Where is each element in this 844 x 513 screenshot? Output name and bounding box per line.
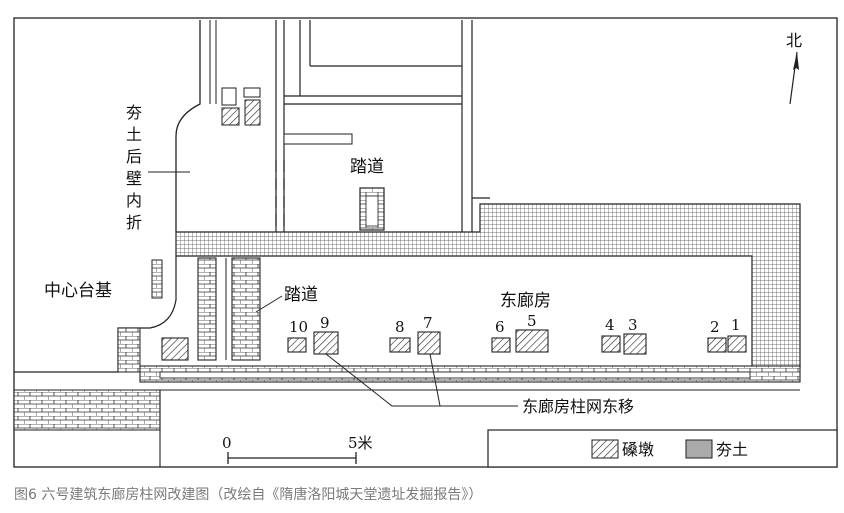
platform-pilaster: [151, 259, 163, 299]
ramp-slab: [283, 133, 353, 145]
pier-label-1: 1: [731, 316, 741, 334]
wall-fold-char: 土: [126, 125, 142, 144]
pier-label-10: 10: [289, 318, 308, 336]
lower-ramp-label: 踏道: [284, 285, 318, 305]
legend-earth-label: 夯土: [716, 440, 748, 459]
pier-1: [727, 335, 747, 353]
pier-label-9: 9: [320, 314, 330, 332]
scale-bar: [227, 452, 357, 464]
wall-fold-label: 夯 土 后 壁 内 折: [126, 103, 142, 232]
pier-group: [287, 329, 747, 355]
platform-stairs: [117, 327, 141, 373]
pier-label-2: 2: [710, 318, 720, 336]
pier-4: [601, 335, 621, 353]
annotation-leader: [325, 353, 518, 407]
lower-ramp-steps: [231, 257, 261, 361]
outer-frame: [13, 17, 838, 468]
chamber-dashes: [277, 150, 283, 230]
figure-caption: 图6 六号建筑东廊房柱网改建图（改绘自《隋唐洛阳城天堂遗址发掘报告》）: [14, 487, 483, 503]
north-label: 北: [786, 31, 802, 50]
lower-ramp-leader: [255, 295, 283, 313]
pier-label-4: 4: [605, 316, 615, 334]
central-platform-label: 中心台基: [44, 281, 112, 301]
rammed-earth-band: [175, 203, 801, 369]
pier-block: [243, 87, 261, 98]
pier-label-8: 8: [395, 318, 405, 336]
wall-fold-char: 夯: [126, 103, 142, 122]
pier-label-7: 7: [423, 314, 433, 332]
legend-pier-label: 磉墩: [622, 440, 654, 459]
legend-pier-swatch: [591, 439, 619, 459]
pier-west: [161, 337, 189, 361]
wall-fold-char: 折: [126, 213, 142, 232]
legend-box: [487, 429, 838, 468]
scale-zero: 0: [222, 434, 232, 452]
pier-7: [417, 331, 441, 355]
upper-ramp-core: [365, 195, 379, 227]
south-foundation: [13, 389, 161, 431]
pier-9: [313, 331, 339, 355]
pier-block: [221, 107, 240, 126]
east-corridor-label: 东廊房: [500, 291, 551, 311]
scale-end: 5米: [348, 434, 373, 452]
pier-10: [287, 337, 307, 353]
lower-ramp: [197, 257, 217, 361]
wall-fold-char: 后: [126, 147, 142, 166]
south-wall-inner: [159, 371, 751, 379]
pier-8: [389, 337, 411, 353]
pier-label-6: 6: [495, 318, 505, 336]
wall-fold-char: 壁: [126, 169, 142, 188]
pier-6: [491, 337, 511, 353]
pier-label-3: 3: [628, 316, 638, 334]
west-wall-curve: [175, 20, 201, 232]
north-arrow-icon: [793, 52, 799, 70]
pier-block: [221, 87, 237, 106]
upper-ramp-label: 踏道: [350, 157, 384, 177]
pier-label-5: 5: [527, 312, 537, 330]
pier-2: [707, 337, 727, 353]
pier-5: [515, 329, 549, 353]
annotation-label: 东廊房柱网东移: [522, 397, 634, 416]
legend-earth-swatch: [685, 439, 713, 459]
pier-block: [244, 99, 261, 126]
wall-fold-char: 内: [126, 191, 142, 210]
pier-3: [623, 333, 647, 355]
annotation-leader: [429, 353, 441, 407]
